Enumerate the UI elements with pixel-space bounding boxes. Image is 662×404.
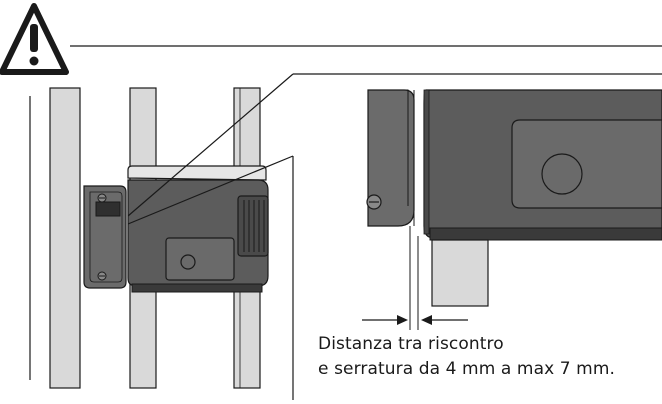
lock-cylinder xyxy=(237,195,269,257)
zoom-callout xyxy=(127,73,662,400)
caption-line-2: e serratura da 4 mm a max 7 mm. xyxy=(318,359,615,379)
keyhole xyxy=(180,254,196,270)
gate-drawing xyxy=(49,87,269,389)
key-plate xyxy=(165,237,235,281)
left-post xyxy=(49,87,81,389)
detail-view xyxy=(362,89,662,330)
caption-line-1: Distanza tra riscontro xyxy=(318,334,504,354)
warning-triangle-icon xyxy=(0,3,69,75)
gate-bar xyxy=(431,239,489,307)
